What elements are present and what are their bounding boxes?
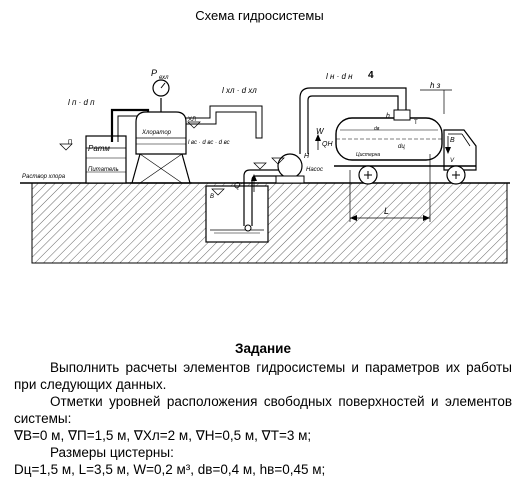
label-w: W (316, 127, 325, 136)
label-rastvor: Раствор хлора (22, 174, 66, 180)
label-xhl: ХЛ (188, 117, 196, 123)
label-l-n-d-n: l н · d н (326, 72, 353, 81)
label-h-z: h з (430, 81, 441, 90)
feeder-tank (85, 135, 127, 184)
label-4: 4 (368, 70, 374, 81)
page-title: Схема гидросистемы (195, 8, 324, 23)
label-qn: QH (322, 141, 333, 148)
cistern-truck (334, 109, 477, 185)
ground (20, 182, 510, 264)
label-h: H (304, 153, 310, 160)
label-p-atm-tag: П (68, 140, 72, 146)
label-t: T (414, 120, 418, 126)
label-p-ekhl-sub: ехл (159, 75, 169, 81)
dimension-l (349, 154, 431, 222)
label-pitatel: Питатель (88, 167, 119, 173)
task-paragraph-1: Выполнить расчеты элементов гидросистемы… (14, 360, 512, 392)
chlorinator (130, 111, 192, 184)
label-khlorator: Хлоратор (141, 130, 172, 136)
label-nasos: Насос (306, 167, 323, 173)
hydraulic-system-diagram: P ехл l п · d п l хл · d хл l н · d н 4 … (20, 68, 510, 264)
label-d: dв (374, 126, 380, 132)
label-p-ekhl: P (151, 68, 157, 78)
task-paragraph-4: Размеры цистерны: (50, 445, 174, 460)
label-p-atm: Pатм (88, 144, 110, 153)
manometer (152, 79, 170, 112)
task-heading: Задание (234, 341, 291, 356)
label-dc: dц (398, 144, 405, 150)
task-paragraph-3: ∇B=0 м, ∇П=1,5 м, ∇Хл=2 м, ∇H=0,5 м, ∇T=… (14, 428, 312, 443)
label-l-vs: l вс · d вс · d вс (188, 140, 230, 146)
label-cisterna: Цистерна (356, 152, 380, 158)
label-b: B (210, 194, 214, 200)
label-l: L (384, 206, 389, 216)
reservoir-b (205, 185, 269, 243)
label-l-khl-d-khl: l хл · d хл (222, 86, 257, 95)
task-section: Задание Выполнить расчеты элементов гидр… (14, 340, 512, 478)
pump (275, 153, 305, 184)
task-paragraph-2: Отметки уровней расположения свободных п… (14, 394, 512, 426)
task-paragraph-5: Dц=1,5 м, L=3,5 м, W=0,2 м³, dв=0,4 м, h… (14, 462, 326, 477)
label-q: Q (234, 181, 240, 190)
label-b-right: B (450, 137, 455, 144)
label-l-p-d-p: l п · d п (68, 98, 95, 107)
label-v: V (450, 158, 455, 164)
label-h-tank: h (386, 113, 390, 120)
